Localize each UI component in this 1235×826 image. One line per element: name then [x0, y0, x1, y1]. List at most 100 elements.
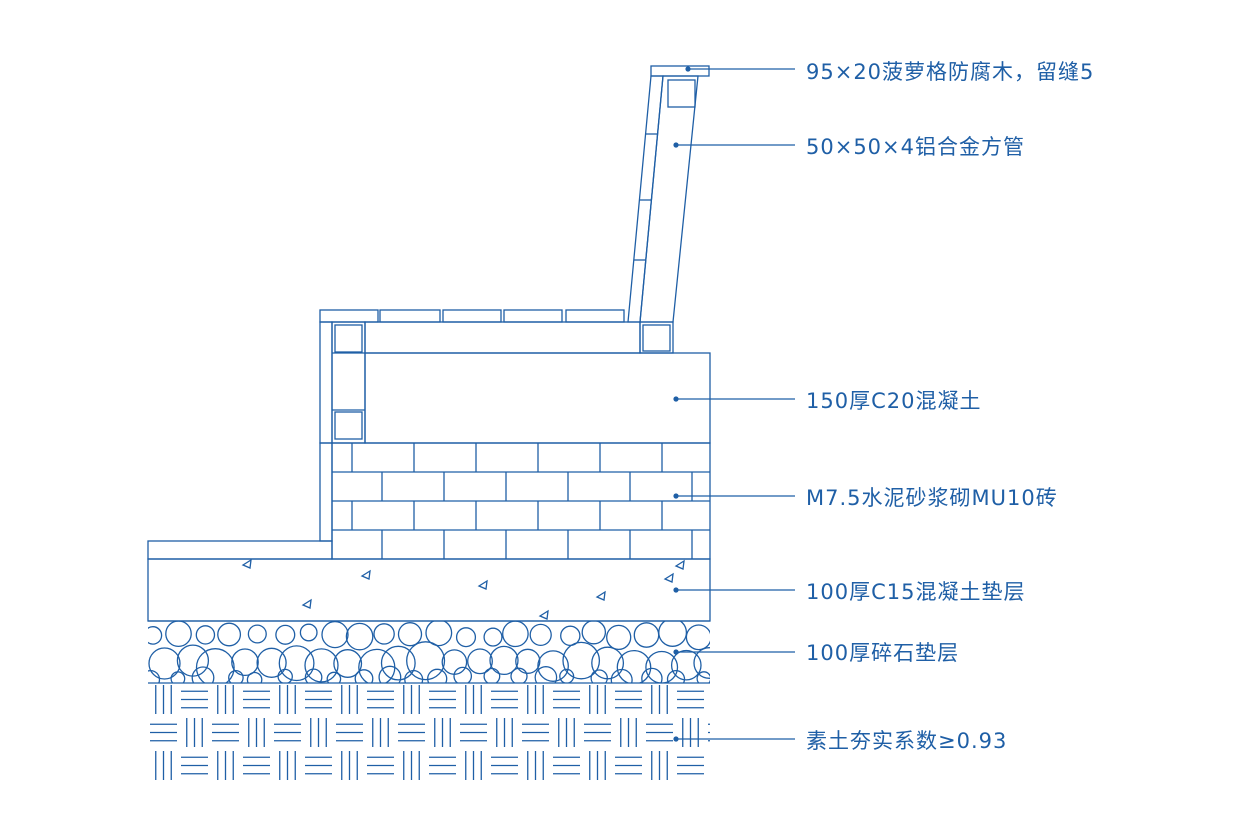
gravel-stone	[455, 627, 477, 648]
gravel-stone	[641, 667, 663, 683]
floor-slab	[147, 540, 333, 560]
backrest-wood-slat	[627, 75, 664, 323]
gravel-stone	[606, 624, 632, 651]
aggregate-triangle	[360, 569, 371, 580]
gravel-stone	[427, 668, 448, 683]
annotation-labels: 95×20菠萝格防腐木，留缝5 50×50×4铝合金方管 150厚C20混凝土 …	[806, 60, 1094, 753]
gravel-stone	[441, 649, 468, 675]
label-c15-cushion: 100厚C15混凝土垫层	[806, 580, 1025, 604]
gravel-stone	[278, 645, 315, 682]
gravel-stone	[406, 641, 446, 681]
gravel-stone	[529, 623, 552, 647]
gravel-stone	[515, 648, 541, 674]
gravel-stone	[633, 622, 660, 648]
aggregate-triangle	[674, 559, 685, 570]
gravel-stone	[304, 668, 323, 683]
gravel-stone	[358, 648, 396, 683]
gravel-stone	[658, 621, 688, 647]
tube-section	[642, 324, 671, 352]
gravel-stone	[195, 648, 235, 683]
seat-wood-slat	[319, 309, 379, 323]
gravel-stone	[559, 668, 575, 683]
gravel-stone	[685, 624, 710, 651]
gravel-stone	[191, 666, 215, 683]
gravel-bed-stones	[148, 621, 710, 683]
gravel-stone	[195, 625, 216, 645]
gravel-stone	[534, 666, 558, 683]
seat-wood-slat	[565, 309, 625, 323]
gravel-stone	[483, 627, 503, 647]
gravel-stone	[165, 621, 192, 648]
gravel-stone	[397, 622, 423, 647]
bench-left-post	[331, 321, 366, 444]
gravel-stone	[373, 623, 395, 645]
c15-cushion-layer	[147, 558, 711, 622]
gravel-stone	[693, 647, 710, 679]
gravel-stone	[246, 671, 263, 683]
leader-lines	[673, 66, 795, 742]
gravel-stone	[170, 671, 186, 683]
back-post-base	[639, 321, 674, 354]
gravel-stone	[275, 624, 296, 645]
gravel-stone	[537, 650, 569, 682]
plaster-coat-left	[319, 442, 333, 542]
compacted-soil-hatch	[150, 685, 710, 780]
gravel-stone	[489, 645, 519, 676]
label-brick-masonry: M7.5水泥砂浆砌MU10砖	[806, 486, 1058, 510]
seat-wood-slat	[442, 309, 502, 323]
aggregate-triangle	[241, 558, 252, 569]
label-wood-slat: 95×20菠萝格防腐木，留缝5	[806, 60, 1094, 84]
seat-beam	[364, 321, 641, 354]
gravel-stone	[610, 668, 633, 683]
gravel-stone	[354, 669, 374, 683]
gravel-stone	[645, 650, 679, 683]
gravel-stone	[247, 624, 267, 644]
c20-concrete-block	[364, 352, 711, 444]
label-compacted-soil: 素土夯实系数≥0.93	[806, 729, 1007, 753]
bench-side-cover	[319, 321, 333, 444]
label-c20-concrete: 150厚C20混凝土	[806, 389, 981, 413]
section-artwork	[147, 65, 711, 780]
gravel-stone	[666, 669, 686, 683]
gravel-stone	[380, 645, 416, 681]
aggregate-triangle	[663, 572, 674, 583]
tube-section	[334, 324, 363, 353]
gravel-stone	[256, 647, 287, 678]
gravel-stone	[176, 644, 210, 677]
gravel-stone	[581, 621, 607, 645]
gravel-stone	[299, 623, 318, 642]
gravel-stone	[277, 668, 293, 683]
gravel-stone	[502, 621, 529, 648]
gravel-stone	[616, 649, 652, 683]
gravel-stone	[217, 622, 242, 647]
gravel-stone	[148, 669, 161, 683]
gravel-stone	[345, 622, 374, 651]
aggregate-triangle	[595, 590, 606, 601]
aggregate-triangle	[538, 609, 549, 620]
aggregate-triangle	[477, 579, 488, 590]
gravel-stone	[453, 666, 473, 683]
label-gravel-bed: 100厚碎石垫层	[806, 641, 959, 665]
gravel-stone	[425, 621, 453, 647]
gravel-stone	[467, 648, 493, 675]
gravel-stone	[321, 621, 349, 649]
gravel-stone	[148, 647, 181, 680]
gravel-stone	[333, 649, 363, 678]
tube-section	[667, 79, 696, 108]
gravel-stone	[231, 648, 259, 677]
backrest-assembly	[627, 65, 710, 323]
gravel-stone	[326, 671, 342, 683]
backrest-top-cap	[650, 65, 710, 77]
gravel-stone	[148, 626, 163, 645]
gravel-stone	[510, 667, 528, 683]
seat-wood-slat	[503, 309, 563, 323]
label-aluminum-tube: 50×50×4铝合金方管	[806, 135, 1025, 159]
gravel-stone	[228, 669, 244, 683]
tube-section	[334, 411, 363, 440]
gravel-stone	[590, 669, 608, 683]
seat-wood-slat	[379, 309, 441, 323]
backrest-tube	[639, 75, 699, 323]
gravel-stone	[696, 671, 710, 683]
gravel-stone	[483, 667, 501, 683]
